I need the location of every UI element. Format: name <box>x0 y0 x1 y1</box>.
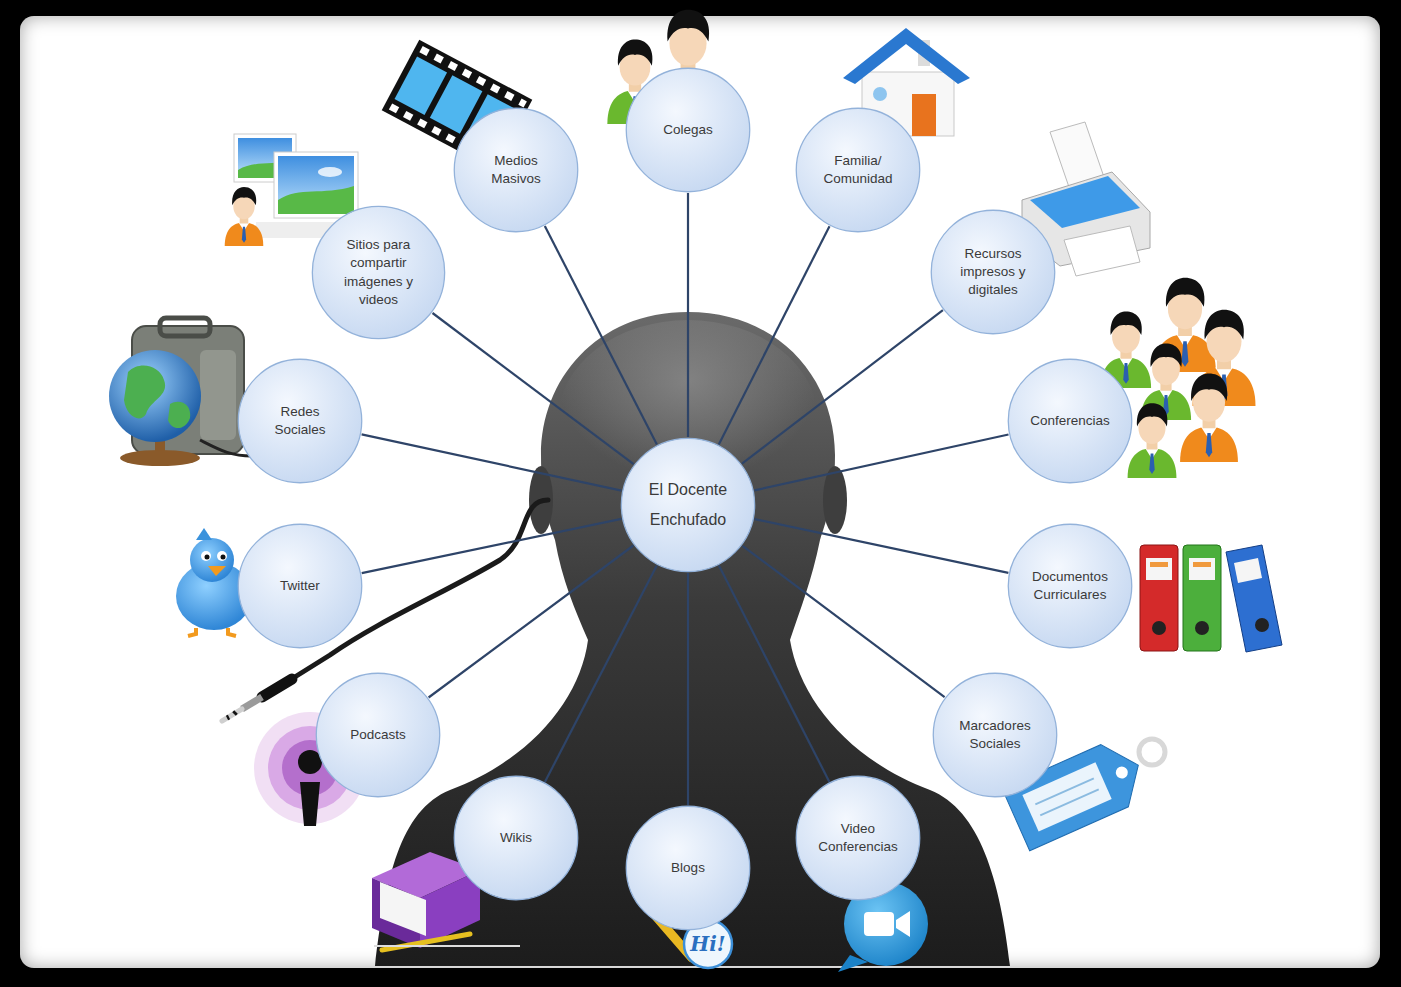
node-text: Video Conferencias <box>812 820 905 856</box>
connector-line <box>755 519 1009 573</box>
circle-node: Medios Masivos <box>453 107 579 233</box>
circle-node: Redes Sociales <box>237 358 363 484</box>
node-text: Conferencias <box>1030 412 1110 430</box>
binders-icon <box>1140 545 1282 652</box>
circle-shape <box>237 358 363 484</box>
node-text-box: Twitter <box>254 577 347 595</box>
node-text-box: Podcasts <box>332 726 425 744</box>
connector-line <box>545 226 657 445</box>
connector-line <box>362 434 622 490</box>
node-text-box: Video Conferencias <box>812 820 905 856</box>
circle-node: Twitter <box>237 523 363 649</box>
circle-node: Sitios para compartir imágenes y videos <box>311 205 446 340</box>
circle-shape <box>932 672 1058 798</box>
circle-node: Familia/ Comunidad <box>795 107 921 233</box>
connector-line <box>687 193 689 437</box>
connector-line <box>433 313 634 464</box>
connector-line <box>362 519 622 573</box>
connector-line <box>754 435 1008 491</box>
circle-node: Documentos Curriculares <box>1007 523 1133 649</box>
node-text-box: Familia/ Comunidad <box>812 152 905 188</box>
circle-shape <box>453 107 579 233</box>
circle-shape <box>311 205 446 340</box>
node-text: Colegas <box>663 121 713 139</box>
connector-line <box>687 573 689 805</box>
node-text: Podcasts <box>350 726 406 744</box>
connector-line <box>742 546 944 697</box>
icon-label: Hi! <box>690 932 725 956</box>
node-text-box: Conferencias <box>1024 412 1117 430</box>
circle-node: Marcadores Sociales <box>932 672 1058 798</box>
node-text: Twitter <box>280 577 320 595</box>
node-text-box: El Docente Enchufado <box>638 475 739 536</box>
connector-line <box>742 310 943 464</box>
circle-node: Conferencias <box>1007 358 1133 484</box>
head-silhouette <box>375 312 1010 966</box>
circle-node: Podcasts <box>315 672 441 798</box>
circle-node: Recursos impresos y digitales <box>930 209 1056 335</box>
node-text: Blogs <box>671 859 705 877</box>
node-text-box: Redes Sociales <box>254 403 347 439</box>
node-text-box: Wikis <box>470 829 563 847</box>
circle-shape <box>795 775 921 901</box>
node-text: Redes Sociales <box>254 403 347 439</box>
node-text: Marcadores Sociales <box>949 717 1042 753</box>
circle-node: Blogs <box>625 805 751 931</box>
node-text-box: Documentos Curriculares <box>1024 568 1117 604</box>
node-text-box: Sitios para compartir imágenes y videos <box>332 236 425 309</box>
circle-node: Wikis <box>453 775 579 901</box>
node-text: Recursos impresos y digitales <box>947 245 1040 300</box>
node-text-box: Medios Masivos <box>470 152 563 188</box>
node-text: Medios Masivos <box>470 152 563 188</box>
node-text: Documentos Curriculares <box>1024 568 1117 604</box>
connector-line <box>429 546 634 698</box>
node-text: Familia/ Comunidad <box>812 152 905 188</box>
circle-shape <box>620 437 756 573</box>
node-text-box: Recursos impresos y digitales <box>947 245 1040 300</box>
circle-node: El Docente Enchufado <box>620 437 756 573</box>
node-text: Sitios para compartir imágenes y videos <box>332 236 425 309</box>
circle-shape <box>1007 523 1133 649</box>
circle-node: Video Conferencias <box>795 775 921 901</box>
connector-line <box>719 566 830 782</box>
circle-shape <box>795 107 921 233</box>
connector-line <box>719 226 830 444</box>
node-text-box: Colegas <box>642 121 735 139</box>
node-text: Wikis <box>500 829 532 847</box>
circle-node: Colegas <box>625 67 751 193</box>
node-text-box: Blogs <box>642 859 735 877</box>
globe-bag-icon <box>109 318 252 466</box>
center-text: El Docente Enchufado <box>638 475 739 536</box>
node-text-box: Marcadores Sociales <box>949 717 1042 753</box>
